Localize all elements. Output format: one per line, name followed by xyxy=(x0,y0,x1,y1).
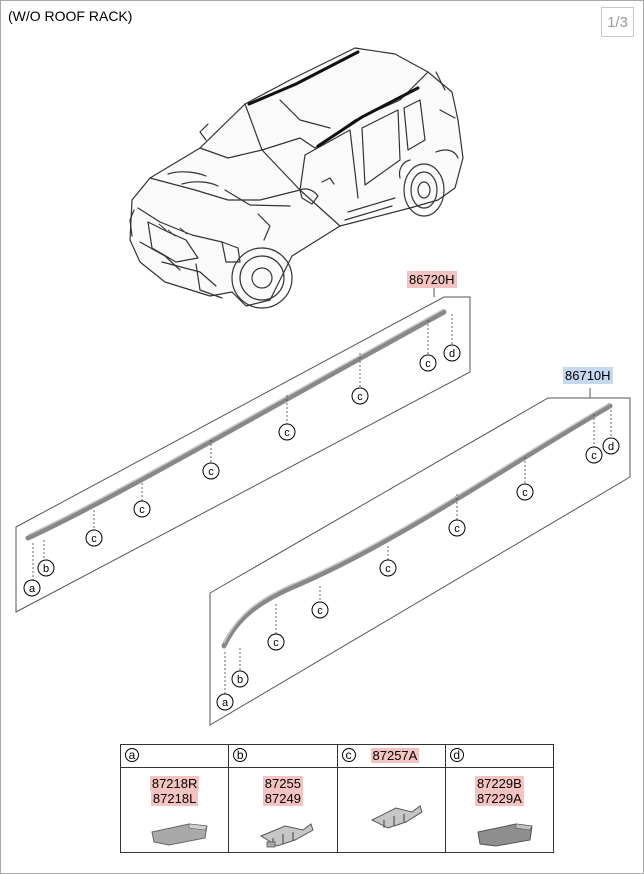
marker-c: c xyxy=(516,483,534,501)
svg-text:d: d xyxy=(608,441,614,453)
marker-c: c xyxy=(351,387,369,405)
page-indicator[interactable]: 1/3 xyxy=(601,7,634,37)
legend-marker-c: c xyxy=(341,748,356,762)
marker-b: b xyxy=(231,670,249,688)
part-number[interactable]: 87218R xyxy=(149,776,200,791)
legend-body-b: 87255 87249 xyxy=(228,767,338,853)
svg-text:c: c xyxy=(385,563,391,575)
part-number[interactable]: 87218L xyxy=(150,791,199,806)
marker-c: c xyxy=(85,529,103,547)
marker-d: d xyxy=(443,344,461,362)
svg-text:c: c xyxy=(208,466,214,478)
svg-text:c: c xyxy=(273,637,279,649)
marker-b: b xyxy=(37,559,55,577)
legend-cell-d: d xyxy=(444,744,555,768)
marker-a: a xyxy=(216,693,234,711)
legend-header-d: d xyxy=(446,745,553,767)
svg-text:c: c xyxy=(522,487,528,499)
callout-front-rail[interactable]: 86710H xyxy=(563,367,613,384)
vehicle-illustration xyxy=(129,47,464,307)
marker-c: c xyxy=(311,601,329,619)
svg-text:b: b xyxy=(237,674,243,686)
svg-text:d: d xyxy=(449,348,455,360)
legend-parts-d: 87229B 87229A xyxy=(446,776,553,806)
legend-cell-b: b xyxy=(228,744,338,768)
marker-c: c xyxy=(133,500,151,518)
legend-header-a: a xyxy=(121,745,228,767)
legend-parts-b: 87255 87249 xyxy=(229,776,336,806)
clip-icon xyxy=(370,805,423,829)
marker-c: c xyxy=(585,446,603,464)
moulding-end-cap-icon xyxy=(477,823,533,847)
svg-text:c: c xyxy=(454,523,460,535)
svg-text:c: c xyxy=(357,391,363,403)
marker-c: c xyxy=(379,559,397,577)
svg-text:c: c xyxy=(91,533,97,545)
callout-rear-rail[interactable]: 86720H xyxy=(407,271,457,288)
marker-c: c xyxy=(267,633,285,651)
rear-rail-group xyxy=(15,296,471,613)
svg-text:c: c xyxy=(139,504,145,516)
part-number[interactable]: 87249 xyxy=(262,791,303,806)
legend-header-c: c 87257A xyxy=(338,745,445,767)
moulding-end-cap-icon xyxy=(151,823,208,846)
part-number[interactable]: 87229B xyxy=(474,776,524,791)
legend-marker-b: b xyxy=(233,748,248,762)
svg-text:a: a xyxy=(29,583,36,595)
marker-a: a xyxy=(23,579,41,597)
diagram-title: (W/O ROOF RACK) xyxy=(8,8,133,24)
part-number[interactable]: 87255 xyxy=(262,776,303,791)
marker-c: c xyxy=(448,519,466,537)
svg-text:c: c xyxy=(317,605,323,617)
legend-parts-a: 87218R 87218L xyxy=(121,776,228,806)
parts-legend-table: a b c 87257A d 87218R 87218L xyxy=(119,744,555,853)
marker-c: c xyxy=(202,462,220,480)
svg-text:c: c xyxy=(591,450,597,462)
clip-icon xyxy=(260,823,314,848)
legend-marker-a: a xyxy=(125,748,139,762)
svg-text:c: c xyxy=(284,427,290,439)
legend-marker-d: d xyxy=(449,748,464,762)
legend-cell-a: a xyxy=(119,744,230,768)
legend-body-d: 87229B 87229A xyxy=(444,767,555,853)
legend-part-c[interactable]: 87257A xyxy=(370,748,420,763)
vehicle-roof-moulding xyxy=(247,50,420,148)
marker-c: c xyxy=(278,423,296,441)
front-rail-group xyxy=(209,397,631,726)
legend-cell-c: c 87257A xyxy=(336,744,446,768)
wheels xyxy=(231,163,445,309)
svg-text:a: a xyxy=(222,697,229,709)
legend-body-c xyxy=(336,767,446,853)
legend-header-b: b xyxy=(229,745,336,767)
front-roof-rail xyxy=(221,402,613,649)
svg-text:b: b xyxy=(43,563,49,575)
leader-lines xyxy=(32,314,612,694)
part-number[interactable]: 87229A xyxy=(474,791,524,806)
svg-text:c: c xyxy=(425,358,431,370)
markers: a b c c c c c c d a b c c c c c c d xyxy=(23,344,620,711)
legend-body-a: 87218R 87218L xyxy=(119,767,230,853)
rear-roof-rail xyxy=(25,308,447,541)
marker-d: d xyxy=(602,437,620,455)
marker-c: c xyxy=(419,354,437,372)
